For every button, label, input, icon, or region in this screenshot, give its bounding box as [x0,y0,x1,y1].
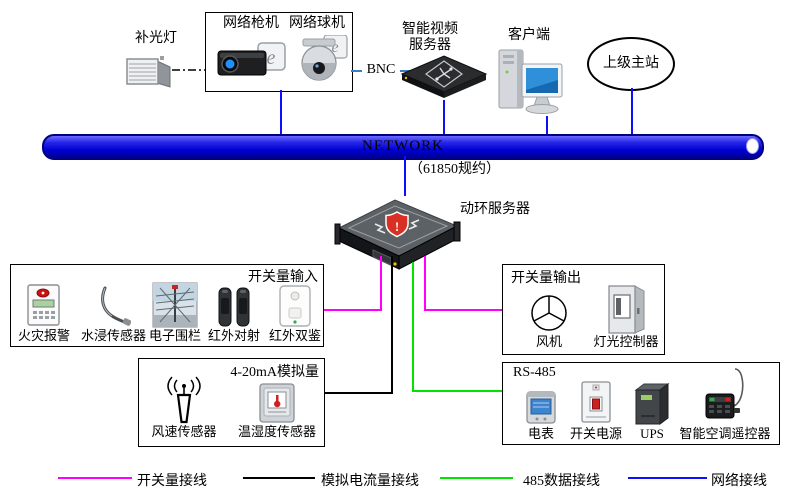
electric-fence-icon [152,282,198,328]
rs485-title: RS-485 [513,365,556,380]
device-wind-sensor: 风速传感器 [147,373,221,439]
device-label: UPS [640,426,664,441]
bnc-label: BNC [362,62,400,78]
device-water-sensor: 水浸传感器 [76,281,151,343]
svg-text:!: ! [395,219,399,234]
rs485-box: RS-485 电表 [502,362,780,445]
protocol-label: （61850规约） [409,162,500,177]
device-label: 红外对射 [207,328,260,343]
legend-rs485-label: 485数据接线 [523,474,600,489]
rs485-line-v [412,262,414,392]
fill-light-link-line [172,67,206,73]
analog-title: 4-20mA模拟量 [230,365,319,380]
analog-line-h [324,392,393,394]
water-leak-sensor-icon [97,286,131,328]
pipe-opening [746,138,759,154]
dome-camera-label: 网络球机 [289,16,345,31]
device-ac-remote: 智能空调遥控器 [675,365,775,441]
digital-input-title: 开关量输入 [248,270,318,285]
digital-input-box: 开关量输入 火灾报警 [10,264,324,347]
bullet-camera-icon: e [216,41,288,83]
light-controller-icon [606,282,646,334]
device-label: 电子围栏 [148,328,201,343]
fire-alarm-icon [25,283,63,328]
device-label: 灯光控制器 [593,334,659,349]
device-infrared-beam: 红外对射 [201,281,267,343]
legend-analog-swatch [243,477,315,479]
client-label: 客户端 [508,28,550,43]
dual-infrared-detector-icon [277,284,313,328]
digital-input-line-v [380,256,382,311]
legend-analog-label: 模拟电流量接线 [321,474,419,489]
device-label: 智能空调遥控器 [679,426,771,441]
env-server-label: 动环服务器 [460,202,530,217]
device-label: 风速传感器 [151,424,217,439]
dome-camera-icon: e [292,35,348,89]
temp-humidity-sensor-icon [258,382,296,424]
power-meter-icon [525,390,557,426]
legend-digital-label: 开关量接线 [137,474,207,489]
legend-network-swatch [628,477,707,479]
master-station-node: 上级主站 [587,37,675,91]
device-label: 开关电源 [569,426,622,441]
device-power-meter: 电表 [508,383,574,441]
video-server-label-line2: 服务器 [409,38,451,53]
device-dual-infrared: 红外双鉴 [262,281,328,343]
digital-output-line-v [424,256,426,311]
legend-network-label: 网络接线 [711,474,767,489]
digital-output-box: 开关量输出 风机 灯 [502,264,665,355]
analog-box: 4-20mA模拟量 风速传感器 [138,358,325,447]
fill-light-icon [124,52,174,92]
infrared-beam-icon [218,286,250,328]
switch-power-icon [580,380,612,426]
camera-group-box: 网络枪机 网络球机 e e [205,12,353,92]
device-ups: UPS [622,377,682,441]
network-bus: NETWORK [42,134,764,160]
device-switch-power: 开关电源 [563,377,629,441]
device-temp-humidity-sensor: 温湿度传感器 [235,377,319,439]
device-electric-fence: 电子围栏 [142,281,208,343]
legend-digital-swatch [58,477,132,479]
device-label: 电表 [527,426,554,441]
digital-output-line-h [424,309,502,311]
bullet-camera-label: 网络枪机 [223,16,279,31]
device-label: 红外双鉴 [268,328,321,343]
fan-icon [529,290,569,334]
device-light-controller: 灯光控制器 [586,279,666,349]
ac-remote-icon [698,368,752,426]
device-label: 火灾报警 [17,328,70,343]
svg-text:e: e [331,39,338,56]
wind-speed-sensor-icon [156,376,212,424]
video-server-icon [398,52,490,102]
video-server-label-line1: 智能视频 [402,22,458,37]
digital-output-title: 开关量输出 [511,271,581,286]
camera-network-line [280,90,282,135]
network-bus-label: NETWORK [362,138,444,154]
client-network-line [546,116,548,135]
legend-rs485-swatch [440,477,513,479]
master-station-label: 上级主站 [603,56,659,71]
device-label: 水浸传感器 [80,328,146,343]
master-network-line [631,88,633,135]
device-fire-alarm: 火灾报警 [11,281,77,343]
env-server-icon: ! [333,194,463,270]
client-pc-icon [496,46,564,118]
device-label: 温湿度传感器 [237,424,316,439]
digital-input-line-h [323,309,382,311]
device-fan: 风机 [516,287,582,349]
video-server-network-line [443,100,445,135]
device-label: 风机 [535,334,562,349]
ups-icon [634,382,670,426]
env-server-network-line [404,156,406,196]
rs485-line-h [412,390,502,392]
fill-light-label: 补光灯 [135,31,177,46]
analog-line-v [391,256,393,394]
svg-text:e: e [267,47,276,69]
